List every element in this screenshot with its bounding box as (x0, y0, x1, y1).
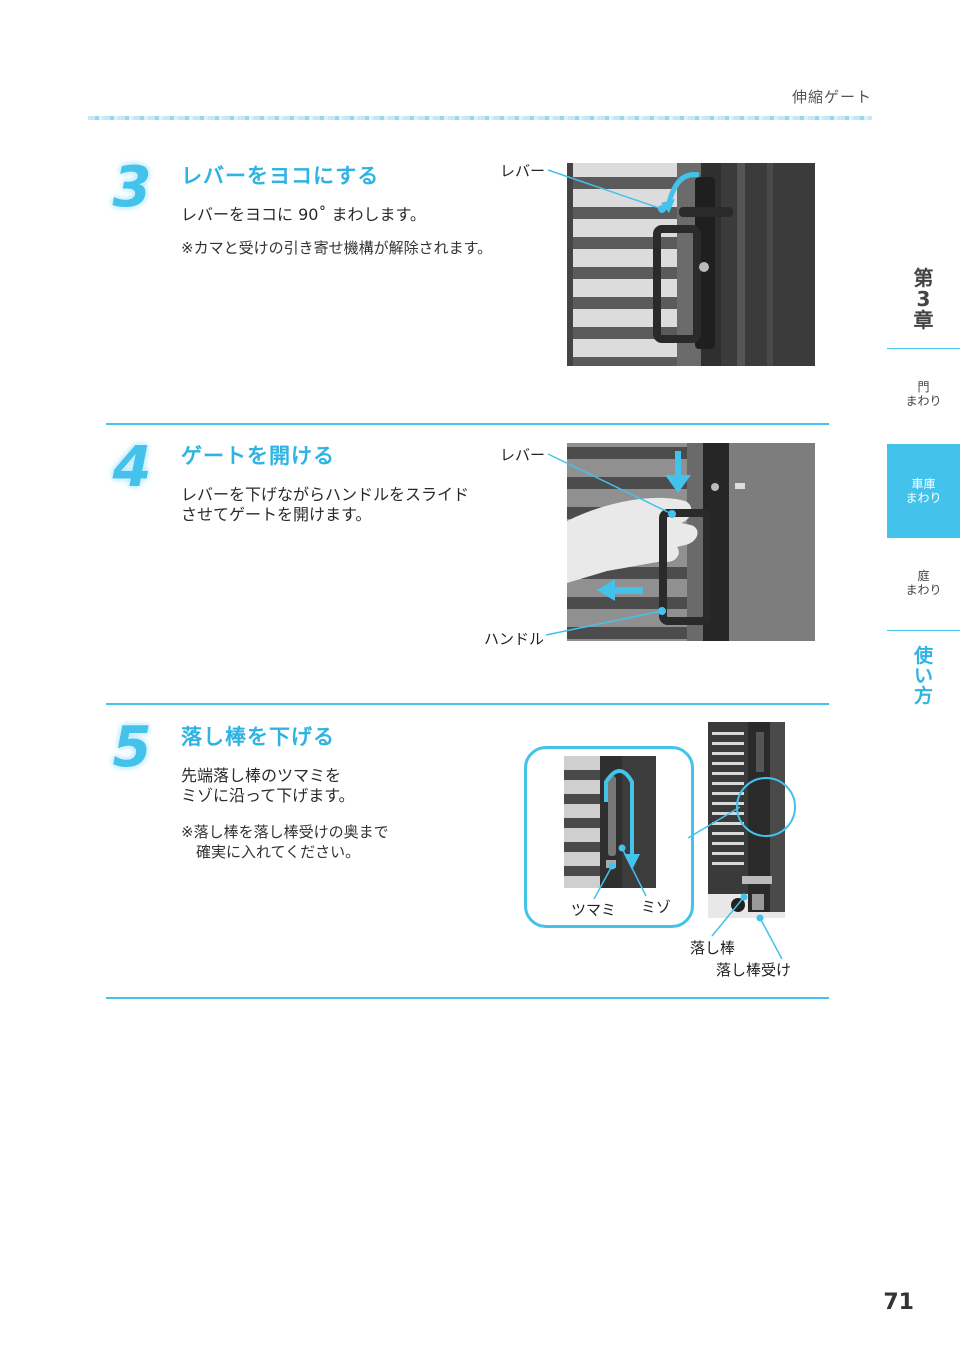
step-4-body: レバーを下げながらハンドルをスライド させてゲートを開けます。 (181, 485, 470, 524)
step-5-gate-photo (708, 722, 785, 918)
sidebar-usage-indicator[interactable]: 使 い 方 (913, 645, 933, 707)
step-number-3: 3 (112, 155, 152, 220)
step-number-5: 5 (112, 715, 152, 780)
step-4-title: ゲートを開ける (181, 444, 335, 468)
sidebar-item-garage-active[interactable]: 車庫 まわり (887, 444, 960, 538)
detail-zoom-frame: ツマミ ミゾ (524, 746, 694, 928)
step-5-body: 先端落し棒のツマミを ミゾに沿って下げます。 (181, 766, 355, 805)
step-3-lever-photo (567, 163, 815, 366)
page-number: 71 (883, 1290, 914, 1315)
step-3-body: レバーをヨコに 90˚ まわします。 (181, 205, 426, 224)
step-5-detail-photo (564, 756, 656, 888)
section-divider (106, 423, 829, 425)
header-divider (88, 116, 872, 120)
running-header: 伸縮ゲート (791, 88, 872, 106)
sidebar-item-gate[interactable]: 門 まわり (905, 380, 942, 408)
step-5-title: 落し棒を下げる (181, 725, 335, 749)
step-number-4: 4 (112, 435, 152, 500)
section-divider (106, 703, 829, 705)
sidebar-divider (887, 348, 960, 349)
step-5-drop-rod-label: 落し棒 (690, 939, 736, 957)
step-4-lever-label: レバー (500, 446, 546, 464)
step-5-knob-label: ツマミ (571, 901, 617, 919)
step-4-handle-label: ハンドル (484, 630, 545, 648)
step-3-lever-label: レバー (500, 162, 546, 180)
step-3-title: レバーをヨコにする (181, 164, 380, 188)
sidebar-item-garden[interactable]: 庭 まわり (905, 569, 942, 597)
section-divider (106, 997, 829, 999)
step-5-drop-rod-receiver-label: 落し棒受け (716, 961, 792, 979)
sidebar-item-label: 車庫 まわり (905, 477, 942, 505)
step-4-handle-photo (567, 443, 815, 641)
step-5-groove-label: ミゾ (641, 898, 672, 916)
chapter-indicator: 第 3 章 (913, 266, 934, 332)
step-5-note: ※落し棒を落し棒受けの奥まで 確実に入れてください。 (181, 823, 389, 861)
step-3-note: ※カマと受けの引き寄せ機構が解除されます。 (181, 239, 493, 257)
sidebar-divider (887, 630, 960, 631)
